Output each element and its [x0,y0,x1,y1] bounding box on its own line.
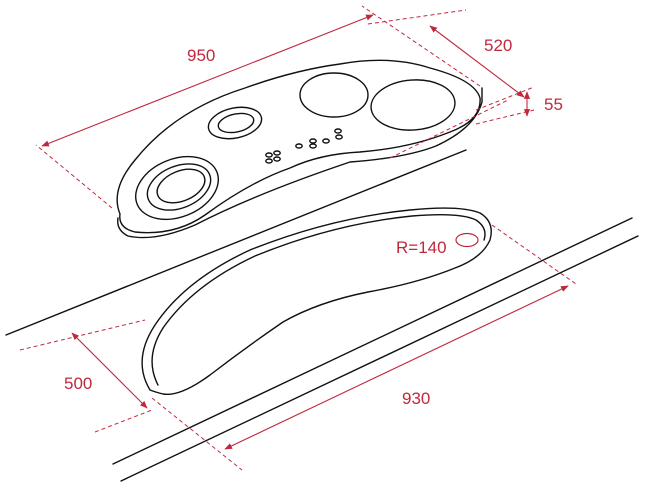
dimension-labels: 950 520 55 R=140 500 930 [64,36,563,408]
hob-thickness-edge [117,87,483,239]
dim-line-930 [224,285,569,450]
label-width-cutout: 930 [402,389,430,408]
countertop-back-edge [5,149,467,336]
dimension-lines [41,14,569,450]
cutout-outer-edge [141,207,492,396]
countertop-edges [5,149,639,482]
dim-line-950 [41,14,374,147]
cutout-inner-edge [151,213,486,386]
label-radius-cutout: R=140 [396,238,447,257]
label-depth-hob: 520 [484,36,512,55]
cutout-radius-marker [455,232,479,248]
label-height-hob: 55 [544,95,563,114]
label-width-hob: 950 [187,46,215,65]
countertop-cutout [141,207,492,396]
dim-line-520 [429,25,525,98]
countertop-front-edge-top [112,217,633,465]
hob-top-surface [116,59,481,234]
dim-line-500 [71,332,148,409]
label-depth-cutout: 500 [64,374,92,393]
countertop-front-edge-bottom [120,235,639,482]
burner-large-triple-ring [134,155,220,221]
hob [116,59,483,239]
